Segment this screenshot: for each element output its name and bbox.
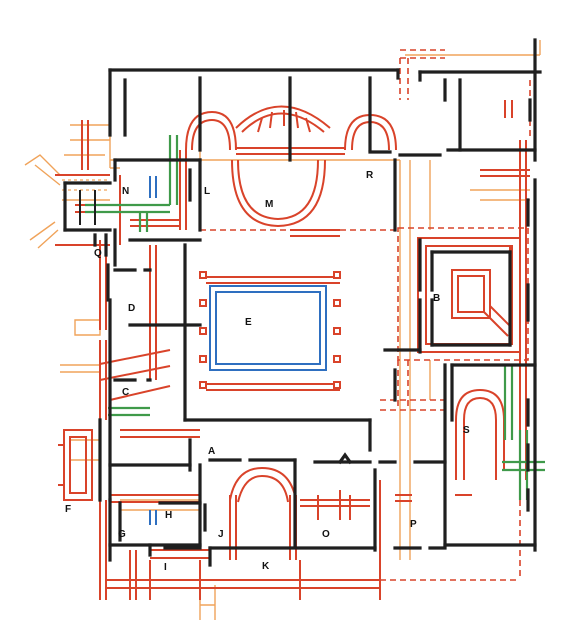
black-phase-walls xyxy=(63,38,542,567)
green-channels xyxy=(85,135,545,500)
room-label-l: L xyxy=(204,186,210,197)
room-label-m: M xyxy=(265,199,273,210)
room-label-i: I xyxy=(164,562,167,573)
room-label-n: N xyxy=(122,186,129,197)
room-label-r: R xyxy=(366,170,374,181)
room-label-f: F xyxy=(65,504,71,515)
room-label-b: B xyxy=(433,293,440,304)
room-label-s: S xyxy=(463,425,470,436)
room-label-e: E xyxy=(245,317,252,328)
room-label-c: C xyxy=(122,387,129,398)
courtyard-piers xyxy=(199,271,341,389)
room-label-q: Q xyxy=(94,248,102,259)
room-label-h: H xyxy=(165,510,172,521)
room-label-a: A xyxy=(208,446,215,457)
room-labels: N L M R Q D E B C S A F G H J O P I K xyxy=(65,170,470,573)
pool-outline xyxy=(149,285,327,525)
room-label-j: J xyxy=(218,529,224,540)
room-label-k: K xyxy=(262,561,270,572)
orange-phase-lines xyxy=(24,40,541,620)
room-label-g: G xyxy=(118,529,126,540)
room-label-d: D xyxy=(128,303,135,314)
room-label-o: O xyxy=(322,529,330,540)
room-label-p: P xyxy=(410,519,417,530)
